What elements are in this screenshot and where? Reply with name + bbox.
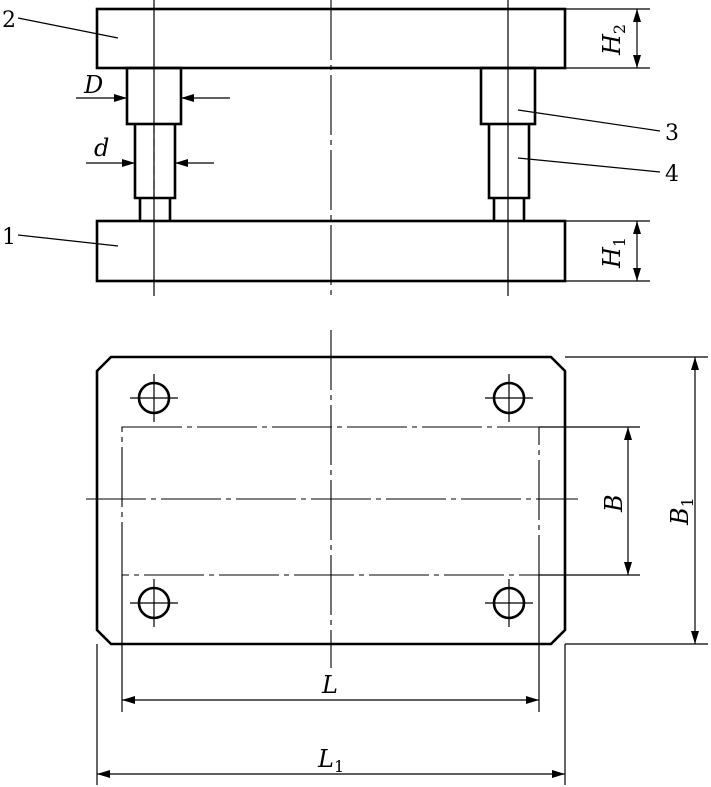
h2-arrow-bottom	[633, 55, 641, 68]
B-arrow-bottom	[624, 562, 632, 575]
callout-1: 1	[2, 225, 16, 250]
B-label: B	[600, 494, 628, 513]
guide-hole-bottom-right	[485, 579, 533, 627]
L-label: L	[321, 671, 338, 699]
h2-label: H2	[598, 24, 629, 56]
front-view: H2 H1 D d 2 1 3 4	[2, 0, 679, 296]
right-guide-post	[487, 124, 531, 221]
h2-arrow-top	[633, 9, 641, 22]
callout-4-leader	[517, 157, 661, 173]
L1-label: L1	[317, 745, 344, 776]
guide-hole-bottom-left	[130, 579, 178, 627]
h1-label: H1	[598, 237, 629, 269]
top-plate-outline	[95, 355, 567, 646]
d-arrow-left	[122, 159, 135, 167]
L1-arrow-right	[552, 770, 565, 778]
B1-arrow-top	[691, 357, 699, 370]
d-arrow-right	[175, 159, 188, 167]
callout-3-leader	[517, 109, 661, 132]
guide-hole-top-left	[130, 374, 178, 422]
d-label: d	[94, 134, 109, 162]
callout-3: 3	[665, 121, 679, 146]
callout-2: 2	[2, 8, 16, 33]
callout-4: 4	[665, 162, 679, 187]
callout-1-leader	[17, 234, 119, 247]
L-arrow-right	[526, 696, 539, 704]
h1-arrow-top	[633, 221, 641, 234]
callout-2-leader	[17, 17, 119, 39]
D-arrow-left	[114, 94, 127, 102]
L1-arrow-left	[97, 770, 110, 778]
B-arrow-top	[624, 427, 632, 440]
D-arrow-right	[181, 94, 194, 102]
top-view: B B1 L L1	[86, 330, 708, 785]
guide-hole-top-right	[485, 374, 533, 422]
left-guide-post	[133, 124, 177, 221]
L-arrow-left	[122, 696, 135, 704]
h1-arrow-bottom	[633, 268, 641, 281]
D-label: D	[83, 71, 103, 99]
B1-label: B1	[666, 497, 697, 526]
B1-arrow-bottom	[691, 631, 699, 644]
